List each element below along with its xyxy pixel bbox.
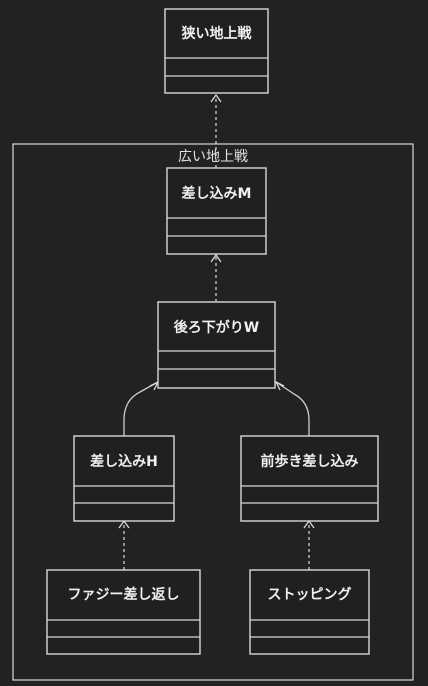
node-title: 差し込みM (182, 185, 252, 202)
node-title: 後ろ下がりW (174, 319, 259, 336)
edge-maearuki-to-ushiro-w (275, 381, 310, 436)
node-narrow-ground-game[interactable]: 狭い地上戦 (164, 8, 269, 94)
node-title: ストッピング (268, 586, 352, 603)
edge-sashikomi-h-to-ushiro-w (123, 381, 159, 436)
arrowhead-ushiro-w-left (149, 380, 160, 391)
arrowhead-sashikomi-m (210, 253, 222, 263)
node-maearuki-sashikomi[interactable]: 前歩き差し込み (240, 435, 379, 522)
node-ushiro-sagari-w[interactable]: 後ろ下がりW (157, 301, 276, 389)
cluster-wide-ground-game (12, 143, 414, 681)
node-stopping[interactable]: ストッピング (249, 569, 370, 655)
node-title: 前歩き差し込み (261, 453, 359, 470)
node-sashikomi-h[interactable]: 差し込みH (73, 435, 175, 522)
node-title: 狭い地上戦 (181, 25, 253, 42)
node-title: 差し込みH (90, 453, 158, 470)
node-title: ファジー差し返し (68, 586, 180, 603)
node-sashikomi-m[interactable]: 差し込みM (166, 167, 267, 255)
arrowhead-narrow (210, 93, 222, 103)
cluster-label: 広い地上戦 (178, 149, 248, 165)
node-fuzzy-sashikaeshi[interactable]: ファジー差し返し (46, 569, 201, 655)
arrowhead-ushiro-w-right (274, 380, 285, 391)
